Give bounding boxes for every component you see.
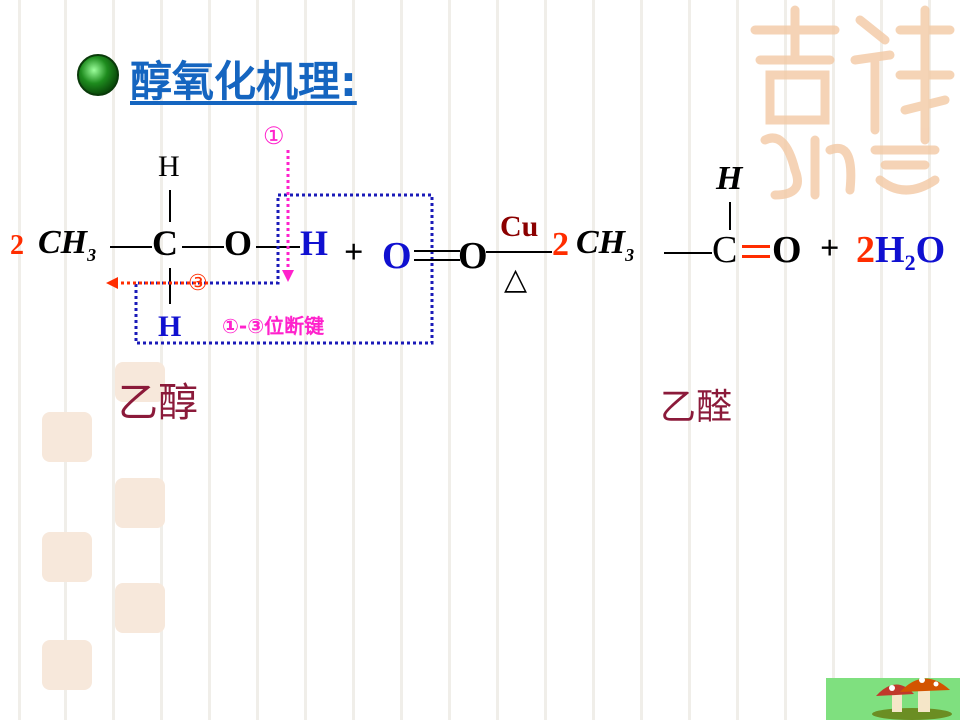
ethanol-name: 乙醇 xyxy=(118,380,198,426)
marker-1: ① xyxy=(263,124,285,150)
aldehyde-ch3: CH3 xyxy=(576,224,634,266)
ethanol-ch3-subscript: 3 xyxy=(87,245,97,265)
reaction-arrow xyxy=(486,251,552,253)
aldehyde-oxygen: O xyxy=(772,229,802,271)
bond-break-note: ①-③位断键 xyxy=(222,314,325,338)
ethanol-hydrogen-right: H xyxy=(300,223,329,263)
ethanol-hydrogen-top: H xyxy=(158,150,180,183)
water-subscript: 2 xyxy=(904,250,916,275)
ethanol-ch3: CH3 xyxy=(38,224,96,266)
aldehyde-double-bond xyxy=(742,245,770,259)
aldehyde-carbon: C xyxy=(712,229,738,271)
oxygen-double-bond xyxy=(414,250,460,262)
bond-break-diagram xyxy=(106,150,434,345)
water-oxygen: O xyxy=(915,229,946,271)
aldehyde-bond-c-h xyxy=(729,202,731,230)
dotted-box-oh xyxy=(134,193,434,345)
aldehyde-bond-ch3-c xyxy=(664,252,712,254)
ethanol-coefficient: 2 xyxy=(10,230,24,261)
mushroom-icon xyxy=(872,677,952,720)
ethanol-ch3-text: CH xyxy=(38,224,88,261)
catalyst-label: Cu xyxy=(500,210,539,243)
aldehyde-ch3-subscript: 3 xyxy=(625,245,635,265)
aldehyde-hydrogen-top: H xyxy=(716,160,743,197)
ethanol-bond-c-o xyxy=(182,246,224,248)
nav-button-background[interactable] xyxy=(826,677,960,720)
arrow-head-1 xyxy=(282,270,294,282)
ethanol-bond-c-hbottom xyxy=(169,268,171,304)
aldehyde-ch3-text: CH xyxy=(576,224,626,261)
oxygen-atom-2: O xyxy=(458,235,488,277)
watermark-logo xyxy=(750,5,955,200)
aldehyde-name: 乙醛 xyxy=(660,387,733,428)
ethanol-oxygen: O xyxy=(224,223,253,263)
water-hydrogen: H xyxy=(875,229,905,271)
plus-sign-1: + xyxy=(344,234,364,271)
water-formula: 2H2O xyxy=(856,228,945,276)
page-title: 醇氧化机理: xyxy=(130,57,357,106)
water-coefficient: 2 xyxy=(856,229,875,271)
arrow-head-3 xyxy=(106,277,118,289)
ethanol-hydrogen-bottom: H xyxy=(158,310,182,343)
ethanol-bond-ch3-c xyxy=(110,246,152,248)
bullet-icon xyxy=(77,54,119,96)
marker-3: ③ xyxy=(188,270,208,295)
plus-sign-2: + xyxy=(820,230,840,267)
heat-symbol: △ xyxy=(504,262,528,297)
ethanol-bond-c-htop xyxy=(169,190,171,222)
ethanol-carbon: C xyxy=(152,223,178,263)
aldehyde-coefficient: 2 xyxy=(552,226,569,263)
oxygen-atom-1: O xyxy=(382,235,412,277)
